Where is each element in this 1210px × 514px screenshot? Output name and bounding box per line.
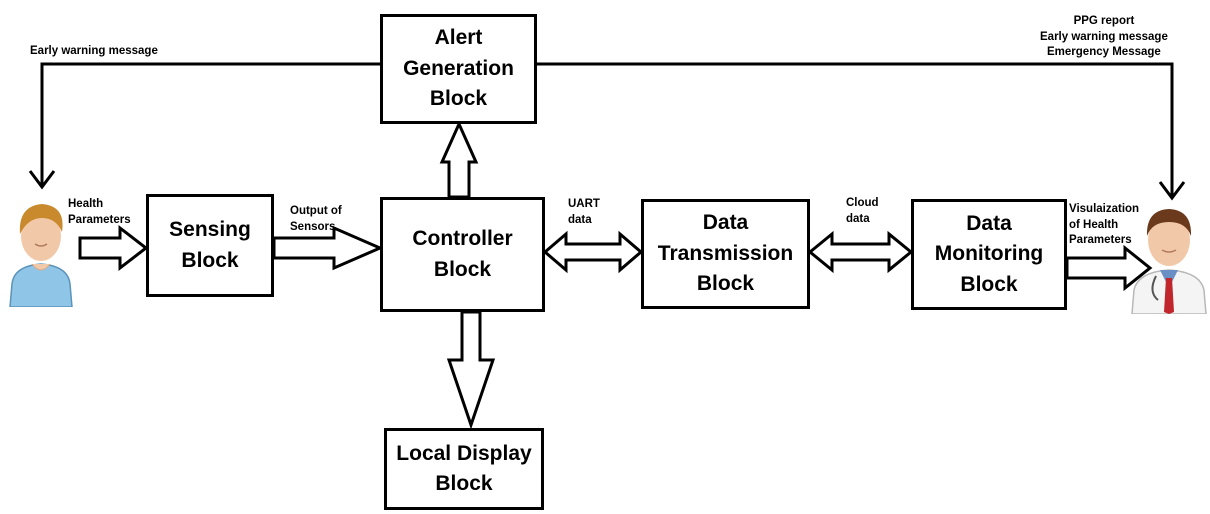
sensing-block-label: Sensing Block xyxy=(169,215,251,276)
controller-label-line2: Block xyxy=(433,257,492,281)
sensing-label-line1: Sensing xyxy=(169,218,251,242)
early-warning-message-label: Early warning message xyxy=(30,44,158,60)
controller-block: Controller Block xyxy=(380,197,545,312)
health-parameters-label: Health Parameters xyxy=(68,197,131,228)
uart-data-label: UART data xyxy=(568,197,600,228)
data-monitoring-block-label: Data Monitoring Block xyxy=(935,209,1043,300)
doctor-avatar-icon xyxy=(1131,209,1207,314)
alert-to-doctor-arrowhead xyxy=(1158,181,1186,201)
controller-to-alert-arrow xyxy=(439,120,479,199)
local-display-block: Local Display Block xyxy=(384,428,544,510)
sensing-block: Sensing Block xyxy=(146,194,274,297)
alert-to-patient-line xyxy=(40,62,380,185)
local-display-label-line1: Local Display xyxy=(396,441,532,465)
visualization-line3: Parameters xyxy=(1069,234,1132,247)
controller-block-label: Controller Block xyxy=(412,224,512,285)
uart-double-arrow xyxy=(542,230,644,274)
visualization-label: Visulaization of Health Parameters xyxy=(1069,202,1139,249)
output-of-sensors-line1: Output of xyxy=(290,205,342,217)
data-monitoring-label-line1: Data xyxy=(966,211,1012,235)
visualization-arrow xyxy=(1065,244,1153,292)
data-monitoring-label-line2: Monitoring xyxy=(934,242,1044,266)
alert-generation-label-line3: Block xyxy=(429,87,488,111)
ppg-report-text: PPG report xyxy=(1073,15,1135,27)
cloud-data-line1: Cloud xyxy=(846,197,879,209)
visualization-line2: of Health xyxy=(1069,218,1119,231)
alert-generation-block-label: Alert Generation Block xyxy=(403,23,514,114)
data-transmission-label-line2: Transmission xyxy=(657,241,794,265)
patient-avatar-icon xyxy=(9,204,73,307)
uart-data-line1: UART xyxy=(568,198,600,210)
doctor-messages-label: PPG report Early warning message Emergen… xyxy=(1040,14,1168,61)
data-transmission-block: Data Transmission Block xyxy=(641,199,810,309)
early-warning-message-text: Early warning message xyxy=(30,45,158,57)
health-parameters-line1: Health xyxy=(68,198,104,210)
alert-generation-label-line2: Generation xyxy=(403,56,514,80)
data-transmission-label-line1: Data xyxy=(702,211,749,235)
emergency-message-text: Emergency Message xyxy=(1047,46,1161,59)
sensor-output-arrow xyxy=(272,225,384,271)
data-transmission-block-label: Data Transmission Block xyxy=(658,208,793,299)
uart-data-line2: data xyxy=(568,213,592,226)
output-of-sensors-label: Output of Sensors xyxy=(290,204,342,235)
health-parameters-line2: Parameters xyxy=(68,213,131,226)
alert-generation-block: Alert Generation Block xyxy=(380,14,537,124)
data-transmission-label-line3: Block xyxy=(696,272,755,296)
data-monitoring-block: Data Monitoring Block xyxy=(911,199,1067,310)
alert-generation-label-line1: Alert xyxy=(434,26,483,50)
sensing-label-line2: Block xyxy=(181,248,239,272)
cloud-data-label: Cloud data xyxy=(846,196,879,227)
controller-label-line1: Controller xyxy=(412,227,513,251)
controller-to-display-arrow xyxy=(446,310,496,430)
cloud-data-line2: data xyxy=(846,212,870,225)
local-display-block-label: Local Display Block xyxy=(396,439,531,500)
output-of-sensors-line2: Sensors xyxy=(290,220,336,233)
data-monitoring-label-line3: Block xyxy=(960,272,1018,296)
health-parameters-arrow xyxy=(78,224,149,272)
alert-to-patient-arrowhead xyxy=(28,170,56,190)
doctor-early-warning-text: Early warning message xyxy=(1040,30,1168,43)
alert-to-doctor-line xyxy=(537,62,1174,196)
cloud-double-arrow xyxy=(807,230,914,274)
visualization-line1: Visulaization xyxy=(1069,203,1140,215)
local-display-label-line2: Block xyxy=(435,472,493,495)
